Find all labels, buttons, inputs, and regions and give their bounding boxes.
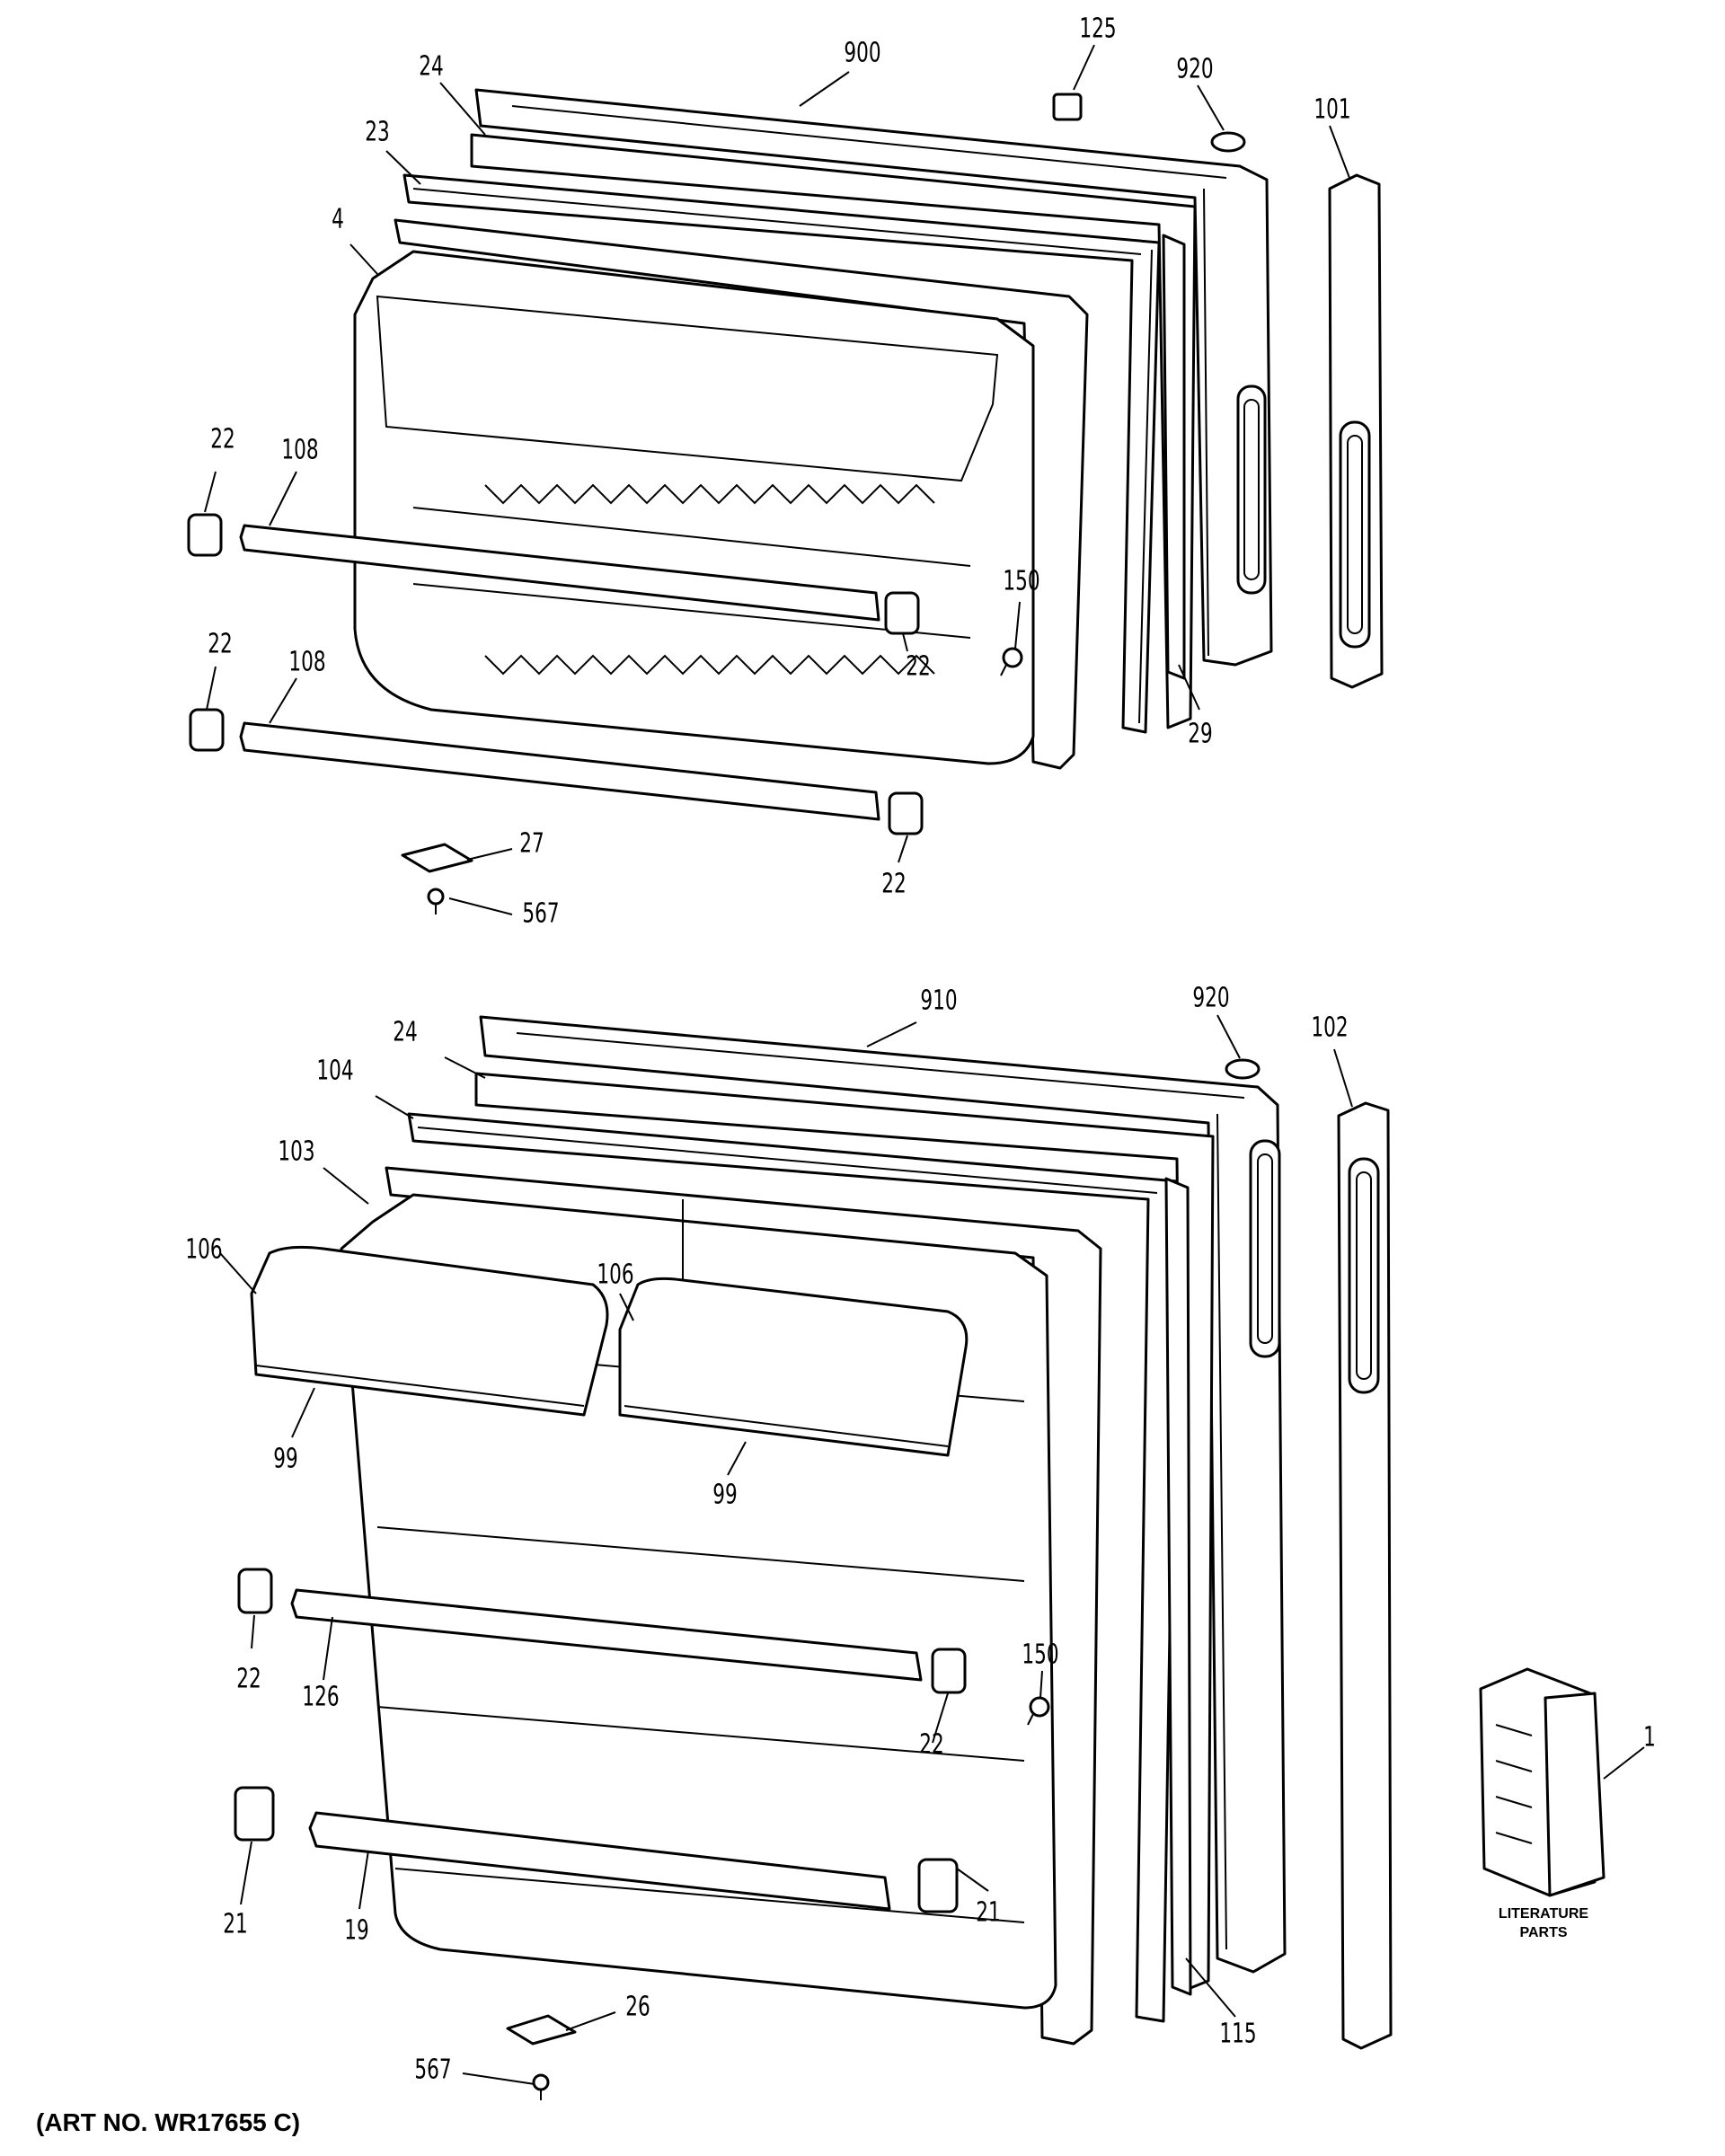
callout-567-lower: 567 <box>414 2054 451 2085</box>
callout-23: 23 <box>365 117 389 147</box>
callout-4: 4 <box>332 204 344 234</box>
callout-26: 26 <box>625 1992 650 2022</box>
callout-29: 29 <box>1188 719 1212 749</box>
fresh-food-shelf-cap-21-b <box>917 1858 959 1913</box>
callout-900: 900 <box>844 38 880 68</box>
callout-150-upper: 150 <box>1003 566 1039 596</box>
literature-parts-booklet-1 <box>1479 1667 1606 1897</box>
callout-108-lower: 108 <box>288 647 325 677</box>
callout-22-c: 22 <box>208 629 232 659</box>
callout-22-a: 22 <box>210 424 234 455</box>
freezer-shelf-cap-22-c <box>189 708 225 752</box>
freezer-door-assembly <box>187 88 1384 915</box>
callout-103: 103 <box>278 1136 314 1167</box>
callout-108-upper: 108 <box>281 435 318 465</box>
freezer-plug-125 <box>1052 93 1083 121</box>
freezer-door-panel-900 <box>474 88 1273 667</box>
fresh-food-hinge-26 <box>506 2014 577 2046</box>
freezer-shelf-cap-22-d <box>888 791 924 835</box>
literature-label-line2: PARTS <box>1519 1925 1567 1940</box>
fresh-food-shelf-cap-21-a <box>234 1786 275 1842</box>
callout-19: 19 <box>344 1915 368 1946</box>
callout-22-f: 22 <box>919 1729 943 1760</box>
fresh-food-shelf-bar-126 <box>290 1588 923 1682</box>
fresh-food-door-assembly <box>234 1015 1606 2100</box>
callout-24-lower: 24 <box>393 1017 417 1047</box>
freezer-handle-101 <box>1328 173 1384 689</box>
freezer-shelf-bar-108-lower <box>239 721 880 821</box>
leader-lines <box>204 44 1645 2085</box>
callout-22-b: 22 <box>906 651 930 682</box>
callout-104: 104 <box>316 1056 353 1086</box>
art-number: (ART NO. WR17655 C) <box>36 2108 300 2136</box>
callout-920-lower: 920 <box>1192 983 1229 1013</box>
freezer-hinge-27 <box>401 843 473 873</box>
callout-125: 125 <box>1079 13 1116 44</box>
fresh-food-dairy-bin-106-left <box>250 1245 609 1417</box>
callout-150-lower: 150 <box>1022 1639 1058 1670</box>
freezer-hinge-button-920 <box>1210 131 1246 153</box>
callout-22-e: 22 <box>236 1664 261 1694</box>
fresh-food-screw-567 <box>532 2073 550 2100</box>
fresh-food-hinge-button-920 <box>1225 1058 1261 1080</box>
callout-106-right: 106 <box>597 1259 633 1290</box>
callout-99-left: 99 <box>273 1444 297 1474</box>
literature-label-line1: LITERATURE <box>1499 1906 1588 1922</box>
freezer-shelf-cap-22-b <box>884 591 920 635</box>
callout-567-upper: 567 <box>522 898 559 929</box>
callout-21-a: 21 <box>223 1909 247 1940</box>
freezer-shelf-bar-108-upper <box>239 524 880 622</box>
fresh-food-door-stop-150 <box>1027 1696 1050 1726</box>
callout-27: 27 <box>519 828 544 859</box>
freezer-door-stop-150 <box>1000 647 1023 676</box>
freezer-gasket-frames <box>402 133 1197 734</box>
callout-101: 101 <box>1314 94 1350 125</box>
callout-126: 126 <box>302 1682 339 1712</box>
callout-115: 115 <box>1219 2019 1256 2049</box>
callout-labels: 900 125 920 101 24 23 4 22 108 150 22 22… <box>185 13 1655 2085</box>
callout-22-d: 22 <box>881 869 906 899</box>
freezer-screw-567 <box>427 888 445 915</box>
fresh-food-door-panel-910 <box>479 1015 1287 1974</box>
callout-99-right: 99 <box>712 1480 737 1510</box>
callout-102: 102 <box>1311 1012 1348 1043</box>
callout-106-left: 106 <box>185 1234 222 1265</box>
callout-920-upper: 920 <box>1176 54 1213 84</box>
fresh-food-handle-102 <box>1337 1101 1393 2050</box>
callout-21-b: 21 <box>976 1897 1000 1928</box>
fresh-food-shelf-cap-22-a <box>237 1568 273 1614</box>
fresh-food-dairy-bin-106-right <box>618 1277 969 1457</box>
fresh-food-strip-115 <box>1164 1177 1192 1996</box>
freezer-inner-liner-4 <box>353 218 1089 770</box>
fresh-food-shelf-bar-19 <box>308 1811 891 1911</box>
callout-910: 910 <box>920 985 957 1016</box>
callout-1: 1 <box>1643 1722 1656 1753</box>
fresh-food-shelf-cap-22-b <box>931 1648 967 1694</box>
callout-24-upper: 24 <box>419 51 443 82</box>
freezer-shelf-cap-22-a <box>187 513 223 557</box>
freezer-strip-29 <box>1162 234 1186 680</box>
